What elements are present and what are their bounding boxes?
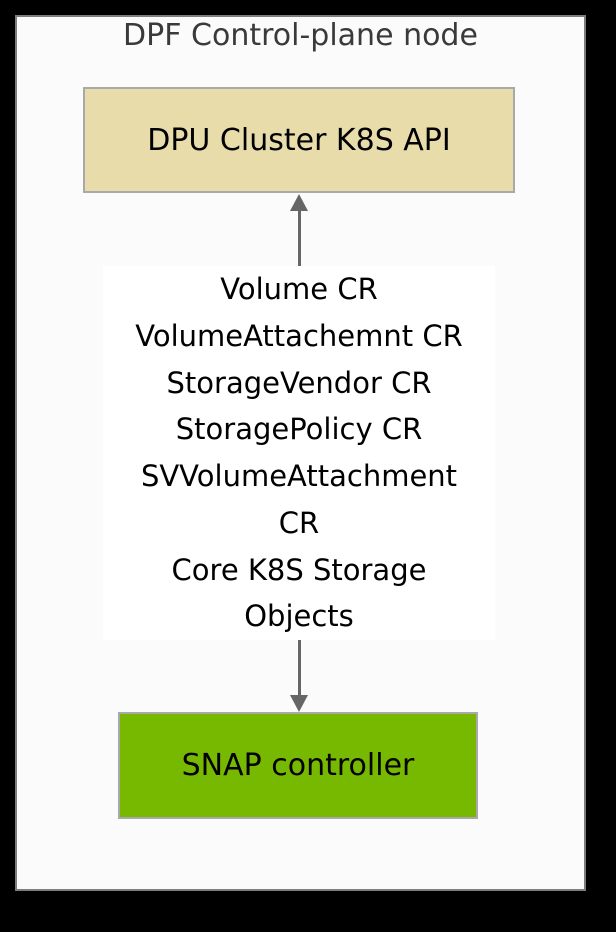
- cr-line: SVVolumeAttachment: [140, 459, 458, 493]
- snap-controller-box: SNAP controller: [118, 712, 478, 819]
- cr-line: Core K8S Storage: [171, 552, 427, 587]
- arrow-down-shaft: [298, 640, 301, 697]
- cr-object-list: Volume CR VolumeAttachemnt CR StorageVendo…: [103, 266, 495, 640]
- arrow-down-head-icon: [290, 695, 308, 712]
- snap-controller-label: SNAP controller: [181, 748, 415, 783]
- control-plane-node-container: DPF Control-plane node DPU Cluster K8S A…: [15, 15, 586, 891]
- dpu-cluster-k8s-api-box: DPU Cluster K8S API: [83, 87, 515, 193]
- arrow-up-head-icon: [290, 194, 308, 211]
- diagram-title: DPF Control-plane node: [123, 18, 478, 53]
- cr-line: VolumeAttachemnt CR: [135, 318, 463, 353]
- cr-line: StoragePolicy CR: [175, 412, 423, 447]
- cr-line: CR: [278, 505, 320, 540]
- dpu-cluster-k8s-api-label: DPU Cluster K8S API: [147, 122, 451, 158]
- arrow-up-shaft: [298, 210, 301, 266]
- cr-line: Objects: [244, 599, 354, 634]
- cr-line: Volume CR: [220, 272, 378, 306]
- cr-line: StorageVendor CR: [166, 365, 432, 400]
